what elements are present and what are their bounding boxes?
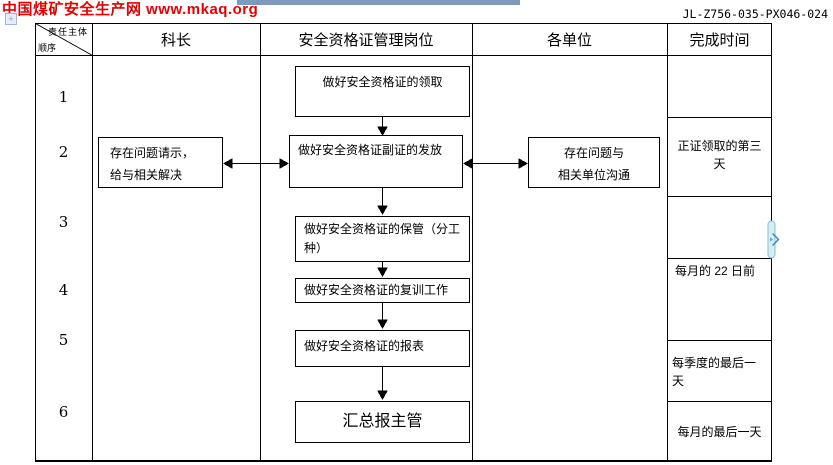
deadline-retrain: 每月的 22 日前 [675, 264, 756, 278]
step-number-4: 4 [58, 281, 69, 299]
flow-box-problem-request-line1: 存在问题请示， [110, 146, 195, 160]
header-cert-mgmt-post: 安全资格证管理岗位 [298, 31, 434, 49]
flow-box-communicate-units-line2: 相关单位沟通 [557, 168, 630, 182]
flow-box-report-forms: 做好安全资格证的报表 [295, 330, 470, 367]
table-move-handle-icon[interactable]: + [5, 13, 17, 25]
step-number-5: 5 [58, 331, 69, 349]
deadline-issue: 正证领取的第三天 [677, 139, 762, 171]
deadline-summary: 每月的最后一天 [677, 425, 762, 439]
site-banner: 中国煤矿安全生产网 www.mkaq.org [2, 1, 259, 18]
flow-box-problem-request-line2: 给与相关解决 [110, 168, 183, 182]
doc-number: JL-Z756-035-PX046-024 [682, 7, 828, 21]
header-each-unit: 各单位 [546, 31, 592, 49]
flow-box-summary-to-supervisor: 汇总报主管 [295, 401, 470, 443]
step-number-2: 2 [58, 143, 69, 161]
scroll-next-marker-icon[interactable] [765, 220, 781, 260]
flow-box-communicate-units: 存在问题与 相关单位沟通 [528, 137, 660, 188]
flow-box-keep-cert: 做好安全资格证的保管（分工种） [295, 216, 470, 262]
step-number-1: 1 [58, 88, 69, 106]
deadline-report: 每季度的最后一天 [672, 356, 757, 388]
process-table: 责任主体 顺序 科长 安全资格证管理岗位 各单位 完成时间 1 2 3 4 5 … [35, 23, 772, 462]
step-number-6: 6 [58, 403, 69, 421]
header-completion-time: 完成时间 [689, 31, 750, 49]
header-section-chief: 科长 [160, 31, 191, 49]
top-blue-bar [237, 0, 520, 5]
flow-box-retraining: 做好安全资格证的复训工作 [295, 278, 470, 303]
step-number-3: 3 [58, 213, 69, 231]
flow-box-problem-request: 存在问题请示， 给与相关解决 [98, 137, 223, 188]
table-grid-and-arrows [35, 23, 772, 462]
flow-box-receive-cert: 做好安全资格证的领取 [295, 66, 470, 117]
flow-arrows [222, 117, 529, 401]
flow-box-communicate-units-line1: 存在问题与 [563, 146, 624, 160]
corner-label-sequence: 顺序 [38, 43, 57, 53]
corner-label-responsible-party: 责任主体 [48, 27, 89, 37]
flow-box-issue-duplicate: 做好安全资格证副证的发放 [289, 135, 463, 188]
